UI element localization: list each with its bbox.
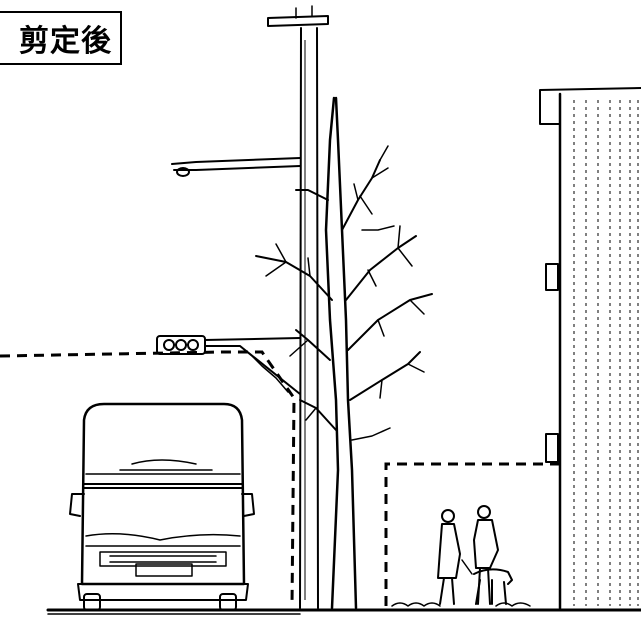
- traffic-signal-icon: [156, 335, 301, 395]
- pedestrians-with-dog-icon: [391, 505, 531, 607]
- sidewalk-clearance-line: [384, 462, 560, 606]
- vehicle-clearance-line: [0, 350, 296, 607]
- building-icon: [539, 87, 641, 610]
- ground-line: [46, 608, 641, 615]
- street-light-icon: [171, 157, 301, 177]
- utility-pole-icon: [267, 5, 329, 609]
- state-label: 剪定後: [0, 11, 122, 65]
- truck-icon: [69, 402, 255, 611]
- state-label-text: 剪定後: [19, 24, 112, 59]
- pruned-tree-icon: [255, 96, 433, 610]
